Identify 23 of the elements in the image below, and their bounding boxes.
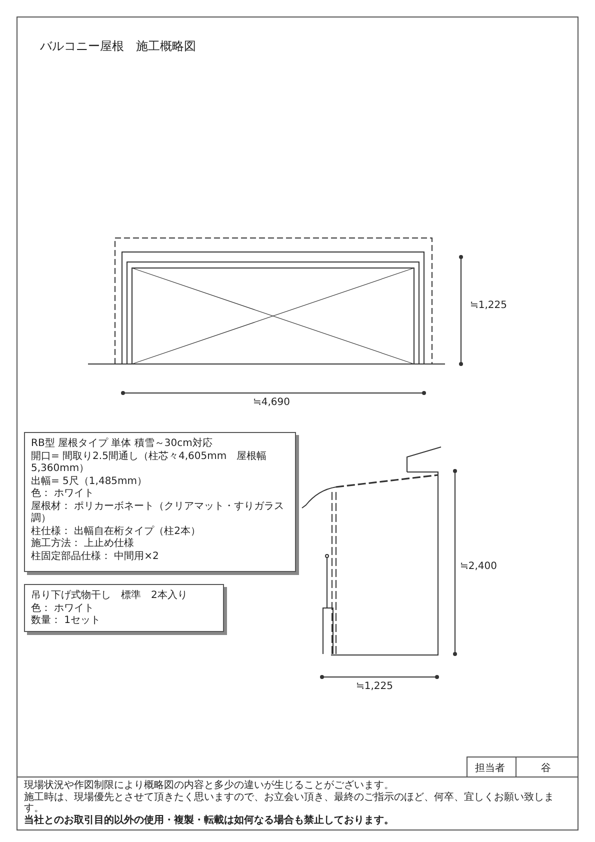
- spec-text: 吊り下げ式物干し 標準 2本入り: [31, 590, 188, 602]
- diagram-title: バルコニー屋根 施工概略図: [40, 38, 196, 55]
- dimension-label: ≒2,400: [460, 561, 498, 572]
- spec-text-box: [24, 584, 224, 632]
- table-header: 担当者: [475, 762, 505, 775]
- spec-text-box: [24, 432, 296, 572]
- footer-note: 現場状況や作図制限により概略図の内容と多少の違いが生じることがございます。: [24, 780, 395, 792]
- spec-text: 開口= 間取り2.5間通し（柱芯々4,605mm 屋根幅5,360mm）: [31, 450, 268, 476]
- spec-text: 色： ホワイト: [31, 602, 96, 615]
- dimension-label: ≒1,225: [356, 681, 394, 692]
- spec-text: 屋根材： ポリカーボネート（クリアマット・すりガラス調）: [31, 500, 286, 526]
- dimension-label: ≒1,225: [470, 300, 508, 311]
- footer-note: 施工時は、現場優先とさせて頂きたく思いますので、お立会い頂き、最終のご指示のほど、何卒、宜しくお願い致します。: [24, 792, 555, 814]
- spec-text: 数量： 1セット: [31, 615, 102, 628]
- spec-text: 施工方法： 上止め仕様: [31, 538, 136, 550]
- spec-text: RB型 屋根タイプ 単体 積雪～30cm対応: [31, 438, 214, 450]
- spec-text: 出幅= 5尺（1,485mm）: [31, 476, 148, 488]
- dimension-label: ≒4,690: [253, 397, 290, 408]
- spec-text: 色： ホワイト: [31, 488, 96, 500]
- footer-note: 当社とのお取引目的以外の使用・複製・転載は如何なる場合も禁止しております。: [24, 814, 395, 826]
- table-value: 谷: [541, 762, 551, 775]
- spec-text: 柱仕様： 出幅自在桁タイプ（柱2本）: [31, 526, 202, 538]
- spec-text: 柱固定部品仕様： 中間用×2: [31, 550, 160, 563]
